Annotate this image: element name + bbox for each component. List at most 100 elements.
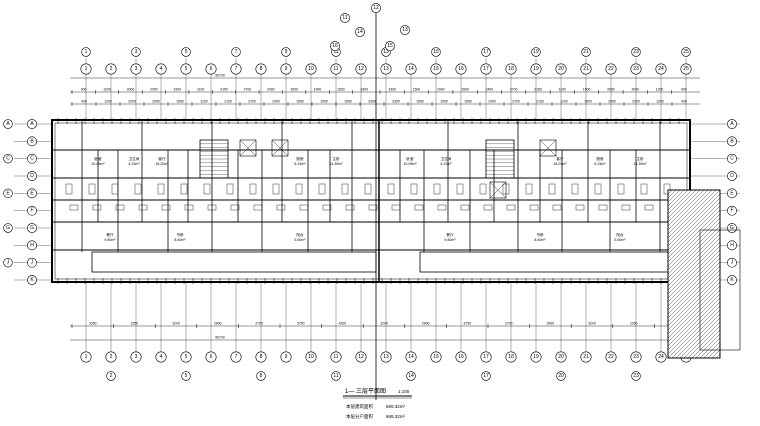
dim-top-detail: 3300 — [368, 100, 376, 104]
hatch-line — [668, 205, 720, 259]
axis-number: A — [30, 121, 34, 127]
bottom-axis-bubble: 12 — [355, 351, 367, 363]
elevator-diag — [239, 139, 257, 157]
left-axis-bubble: K — [27, 275, 37, 285]
fixture — [65, 183, 73, 195]
axis-number: 16 — [458, 354, 464, 360]
axis-circle — [105, 63, 117, 75]
fixture — [115, 204, 125, 211]
axis-number: 11 — [342, 15, 347, 21]
right-axis-bubble: E — [727, 188, 737, 199]
dim-top-right: 2050 — [607, 88, 615, 92]
hatch-line — [687, 325, 720, 358]
axis-number: 25 — [683, 66, 689, 72]
axis-circle — [727, 275, 737, 285]
bottom-axis-bubble-lower: 5 — [181, 371, 191, 381]
axis-circle — [630, 351, 642, 363]
bottom-axis-bubble-lower: 8 — [256, 371, 266, 381]
area-value-2: 669.32m² — [386, 414, 406, 419]
axis-circle — [531, 47, 541, 57]
hatch-line — [440, 190, 608, 358]
fixture — [483, 204, 493, 211]
axis-circle — [27, 153, 37, 164]
hatch-line — [432, 190, 600, 358]
room-area: 14.30m² — [633, 162, 647, 166]
dim-top-detail: 2150 — [536, 100, 544, 104]
dim-bottom: 3750 — [297, 322, 305, 326]
hatch-line — [380, 190, 548, 358]
hatch-line — [668, 289, 720, 343]
bottom-axis-bubble: 18 — [505, 351, 517, 363]
axis-circle — [27, 275, 37, 285]
dim-top-right: 2400 — [486, 88, 494, 92]
axis-circle — [305, 63, 317, 75]
fixture — [552, 204, 562, 211]
fixture — [575, 204, 585, 211]
dim-top-right: 1900 — [437, 88, 445, 92]
hatch-line — [679, 317, 720, 358]
bottom-axis-bubble-lower: 20 — [556, 371, 566, 381]
axis-number: 3 — [135, 49, 138, 55]
fixture — [253, 204, 263, 211]
overall-dim-top: 56700 — [215, 74, 225, 78]
fixture — [433, 183, 441, 195]
room-name: 客厅 — [158, 156, 166, 161]
bottom-axis-bubble: 13 — [380, 351, 392, 363]
room-area: 8.40m² — [174, 238, 186, 242]
axis-number: G — [30, 225, 34, 231]
area-label-2: 本层分户面积 — [346, 413, 373, 420]
axis-number: 7 — [235, 354, 238, 360]
dim-top-right: 1500 — [583, 88, 591, 92]
top-axis-bubble-upper: 7 — [231, 47, 241, 57]
dim-bottom: 3200 — [380, 322, 388, 326]
axis-number: 22 — [608, 354, 614, 360]
axis-number: 13 — [402, 27, 408, 33]
dim-top-left: 1200 — [103, 88, 111, 92]
axis-circle — [405, 351, 417, 363]
fixture — [410, 183, 418, 195]
fixture — [134, 183, 142, 195]
axis-number: A — [6, 121, 10, 127]
hatch-line — [396, 190, 564, 358]
axis-circle — [27, 188, 37, 199]
left-axis-bubble: H — [27, 240, 37, 251]
axis-circle — [406, 371, 416, 381]
hatch-line — [404, 190, 572, 358]
right-axis-bubble: H — [727, 240, 737, 251]
room-area: 18.20m² — [553, 162, 567, 166]
hatch-line — [668, 305, 720, 358]
room-area: 10.05m² — [91, 162, 105, 166]
fixture — [640, 183, 648, 195]
axis-number: 11 — [333, 49, 338, 55]
top-axis-bubble: 18 — [505, 63, 517, 75]
axis-circle — [27, 136, 37, 147]
axis-circle — [580, 351, 592, 363]
axis-number: H — [30, 242, 34, 248]
center-axis-bubble: 15 — [385, 41, 395, 51]
axis-circle — [581, 47, 591, 57]
overall-dim-bottom: 56700 — [215, 336, 225, 340]
fixture — [203, 183, 211, 195]
axis-circle — [155, 63, 167, 75]
top-axis-bubble-upper: 19 — [531, 47, 541, 57]
elevator-box — [539, 139, 557, 157]
axis-number: 23 — [633, 373, 639, 379]
axis-number: 14 — [408, 66, 414, 72]
top-axis-bubble: 4 — [155, 63, 167, 75]
axis-number: 14 — [408, 373, 414, 379]
top-axis-bubble: 2 — [105, 63, 117, 75]
room-name: 书房 — [176, 232, 184, 237]
axis-circle — [255, 351, 267, 363]
axis-number: 8 — [260, 66, 263, 72]
hatch-line — [715, 353, 720, 358]
fixture — [111, 183, 119, 195]
bottom-axis-bubble: 9 — [280, 351, 292, 363]
outer-wall — [51, 119, 691, 283]
fixture — [525, 183, 533, 195]
axis-number: 20 — [558, 66, 564, 72]
elevator-diag — [271, 139, 289, 157]
dim-top-right: 900 — [681, 88, 687, 92]
axis-number: D — [30, 173, 34, 179]
dim-top-left: 2700 — [244, 88, 252, 92]
